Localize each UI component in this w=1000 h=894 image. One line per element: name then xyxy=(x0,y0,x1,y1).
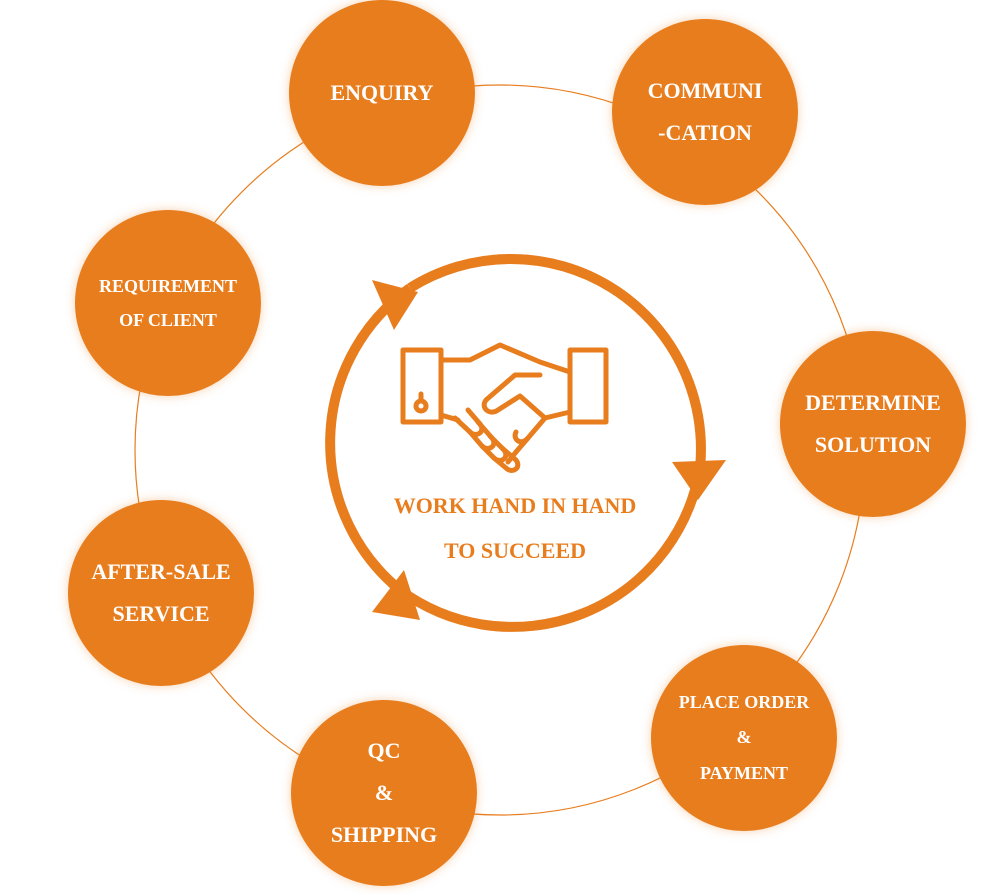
step-determine-solution-line-1: DETERMINE xyxy=(805,390,941,416)
center-title-line-1: WORK HAND IN HAND xyxy=(393,493,637,518)
arrowhead-bottom-icon xyxy=(372,570,420,620)
step-place-order-payment: PLACE ORDER & PAYMENT xyxy=(651,645,837,831)
step-qc-shipping: QC & SHIPPING xyxy=(291,700,477,886)
step-communication-line-1: COMMUNI xyxy=(647,78,763,104)
arrowhead-top-icon xyxy=(372,280,418,330)
step-place-order-line-1: PLACE ORDER xyxy=(678,692,810,713)
step-enquiry-line-1: ENQUIRY xyxy=(330,79,434,105)
step-after-sale-line-1: AFTER-SALE xyxy=(91,559,231,585)
step-after-sale-line-2: SERVICE xyxy=(112,601,210,626)
step-requirement-line-2: OF CLIENT xyxy=(119,310,217,330)
step-place-order-line-2: & xyxy=(736,727,752,748)
arrowhead-right-icon xyxy=(672,460,726,500)
center-title-line-2: TO SUCCEED xyxy=(443,538,587,563)
cycle-arrowheads xyxy=(372,280,726,620)
handshake-icon xyxy=(400,342,609,473)
step-communication: COMMUNI -CATION xyxy=(612,19,798,205)
step-place-order-line-3: PAYMENT xyxy=(699,762,788,783)
step-determine-solution-line-2: SOLUTION xyxy=(814,432,932,457)
step-qc-shipping-line-1: QC xyxy=(367,738,401,764)
step-determine-solution: DETERMINE SOLUTION xyxy=(780,331,966,517)
step-qc-shipping-line-2: & xyxy=(374,780,394,806)
step-communication-line-2: -CATION xyxy=(658,120,752,145)
cycle-arrow-ring xyxy=(325,253,706,632)
step-requirement-of-client: REQUIREMENT OF CLIENT xyxy=(75,210,261,396)
step-qc-shipping-line-3: SHIPPING xyxy=(330,821,438,847)
center-cycle xyxy=(325,253,726,632)
step-requirement-line-1: REQUIREMENT xyxy=(98,275,237,296)
step-after-sale-service: AFTER-SALE SERVICE xyxy=(68,500,254,686)
step-enquiry: ENQUIRY xyxy=(289,0,475,186)
